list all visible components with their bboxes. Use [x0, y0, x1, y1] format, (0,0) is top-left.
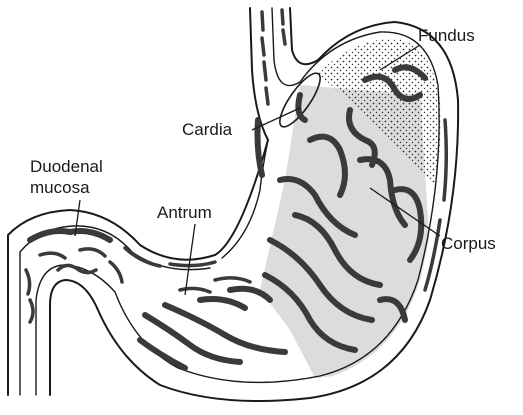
- duodenal-label-line2: mucosa: [30, 178, 90, 197]
- corpus-label: Corpus: [441, 234, 496, 253]
- antrum-label: Antrum: [157, 203, 212, 222]
- duodenal-mucosa: [26, 231, 122, 322]
- fundus-label: Fundus: [418, 26, 475, 45]
- cardia-label: Cardia: [182, 120, 233, 139]
- duodenal-label-line1: Duodenal: [30, 157, 103, 176]
